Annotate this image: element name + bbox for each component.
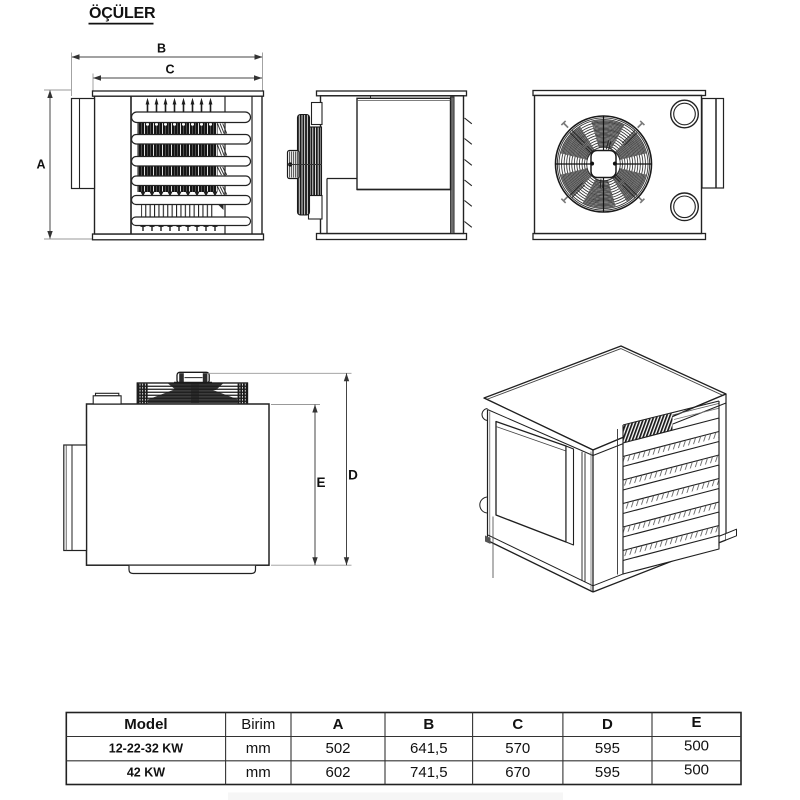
svg-text:B: B — [423, 716, 434, 733]
svg-text:Birim: Birim — [241, 716, 275, 733]
svg-text:Model: Model — [124, 716, 167, 733]
svg-text:E: E — [316, 475, 325, 490]
svg-text:mm: mm — [246, 764, 271, 781]
svg-text:A: A — [333, 716, 344, 733]
svg-text:42 KW: 42 KW — [127, 766, 165, 780]
svg-text:595: 595 — [595, 764, 620, 781]
svg-text:502: 502 — [325, 740, 350, 757]
svg-text:12-22-32 KW: 12-22-32 KW — [109, 742, 184, 756]
svg-text:E: E — [691, 714, 701, 731]
svg-text:mm: mm — [246, 740, 271, 757]
svg-text:500: 500 — [684, 738, 709, 755]
svg-text:C: C — [512, 716, 523, 733]
svg-text:A: A — [36, 158, 45, 172]
svg-text:570: 570 — [505, 740, 530, 757]
svg-text:D: D — [348, 468, 358, 483]
svg-text:500: 500 — [684, 762, 709, 779]
svg-text:C: C — [165, 63, 174, 77]
svg-text:595: 595 — [595, 740, 620, 757]
svg-text:741,5: 741,5 — [410, 764, 448, 781]
svg-text:641,5: 641,5 — [410, 740, 448, 757]
svg-text:B: B — [157, 42, 166, 56]
svg-text:D: D — [602, 716, 613, 733]
svg-text:ÖÇÜLER: ÖÇÜLER — [89, 3, 156, 22]
svg-text:602: 602 — [325, 764, 350, 781]
svg-text:670: 670 — [505, 764, 530, 781]
